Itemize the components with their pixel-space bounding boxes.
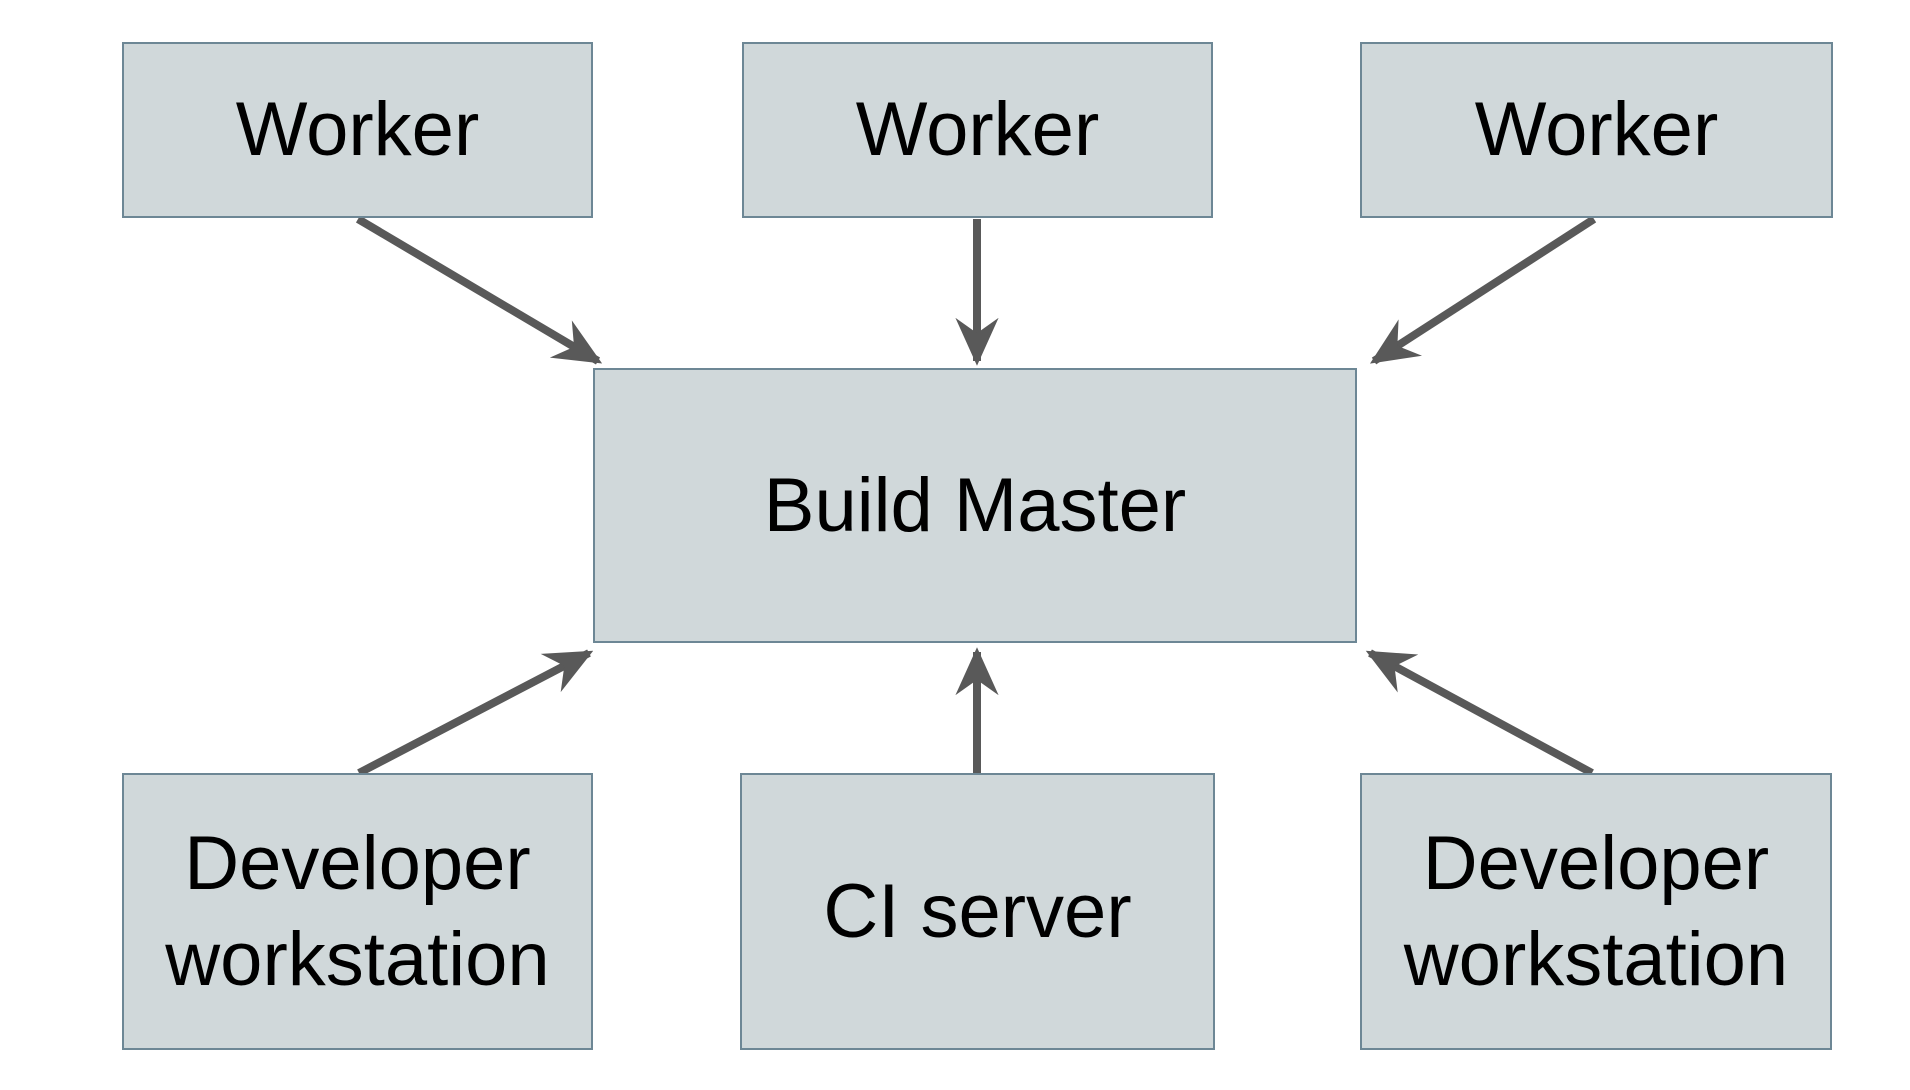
node-build-master-label: Build Master [763, 462, 1187, 548]
arrow-worker-left-to-build-master [355, 215, 603, 365]
node-build-master: Build Master [593, 368, 1357, 643]
node-ci-server-label: CI server [823, 868, 1132, 954]
node-worker-right: Worker [1360, 42, 1833, 218]
arrow-dev-workstation-left-to-build-master [357, 649, 594, 777]
node-developer-workstation-left-label: Developer workstation [165, 820, 550, 1002]
node-worker-center: Worker [742, 42, 1213, 218]
node-worker-left: Worker [122, 42, 593, 218]
node-worker-center-label: Worker [855, 87, 1100, 173]
node-worker-left-label: Worker [235, 87, 480, 173]
node-developer-workstation-right: Developer workstation [1360, 773, 1832, 1050]
arrow-dev-workstation-right-to-build-master [1365, 649, 1594, 777]
arrow-worker-right-to-build-master [1369, 215, 1597, 365]
node-developer-workstation-left: Developer workstation [122, 773, 593, 1050]
node-worker-right-label: Worker [1474, 87, 1719, 173]
node-ci-server: CI server [740, 773, 1215, 1050]
node-developer-workstation-right-label: Developer workstation [1403, 820, 1789, 1002]
